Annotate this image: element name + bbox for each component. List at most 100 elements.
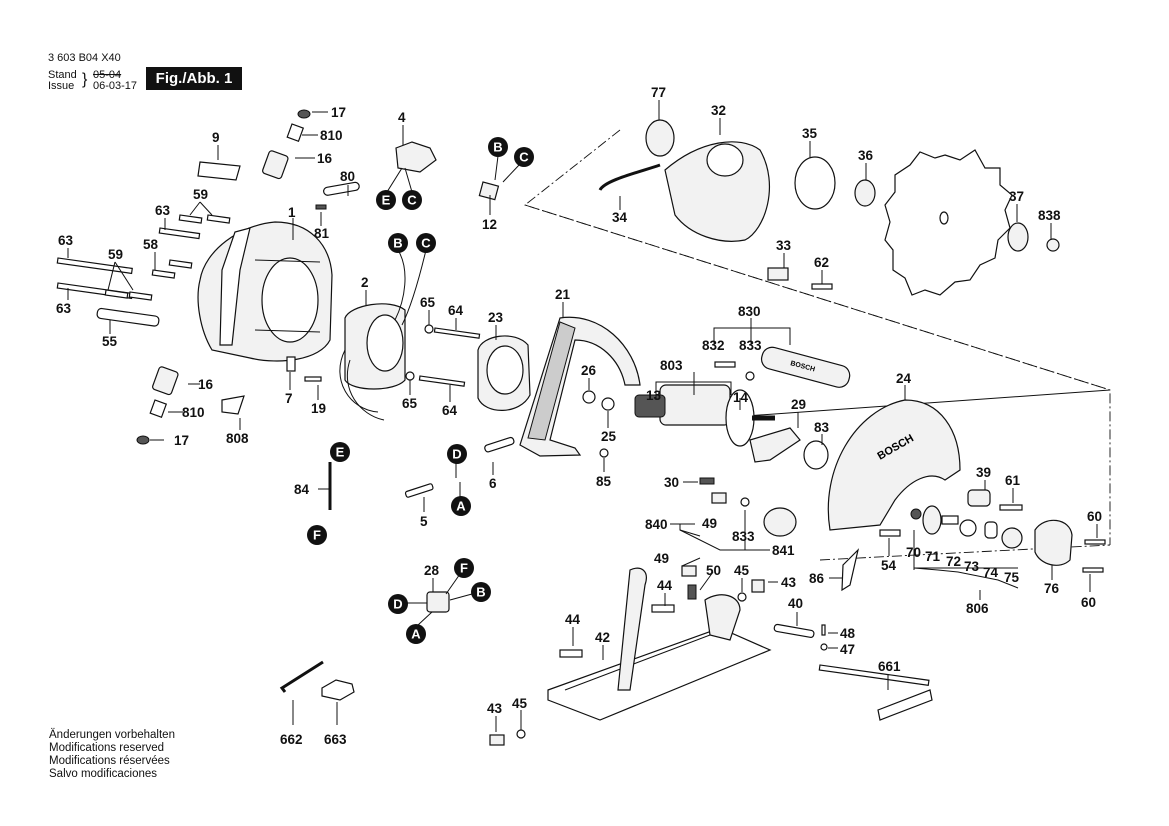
- callout-60: 60: [1081, 595, 1096, 610]
- washer-26: [582, 390, 596, 404]
- brush-assembly-upper: [262, 109, 311, 180]
- base-42: [547, 627, 772, 721]
- callout-47: 47: [840, 642, 855, 657]
- svg-text:B: B: [476, 585, 485, 600]
- callout-63: 63: [58, 233, 74, 248]
- cap-17-upper: [297, 109, 311, 119]
- callout-833: 833: [739, 338, 762, 353]
- callout-26: 26: [581, 363, 597, 378]
- callout-37: 37: [1009, 189, 1024, 204]
- callout-70: 70: [906, 545, 921, 560]
- bearing-70: [910, 508, 922, 520]
- screw-64-upper: [433, 327, 481, 339]
- connector-D: D: [388, 594, 427, 614]
- callout-19: 19: [311, 401, 326, 416]
- armature: [634, 384, 775, 447]
- callout-59: 59: [108, 247, 123, 262]
- callout-840: 840: [645, 517, 668, 532]
- callout-84: 84: [294, 482, 310, 497]
- callout-42: 42: [595, 630, 610, 645]
- hex-key-662: [279, 660, 324, 693]
- callout-833: 833: [732, 529, 755, 544]
- lock-29: [749, 427, 801, 463]
- lower-guard: [664, 141, 770, 242]
- dust-port-841: [763, 507, 797, 537]
- upper-guard: BOSCH: [827, 399, 961, 531]
- callout-63: 63: [155, 203, 171, 218]
- callout-24: 24: [896, 371, 912, 386]
- knob-43-lower: [489, 734, 505, 746]
- callout-59: 59: [193, 187, 208, 202]
- ring-35: [794, 156, 836, 210]
- svg-text:B: B: [493, 140, 502, 155]
- callout-81: 81: [314, 226, 330, 241]
- connector-A: A: [406, 611, 433, 644]
- base-plate: [547, 567, 772, 721]
- armature-core: [659, 384, 731, 426]
- callout-810: 810: [182, 405, 205, 420]
- screw-59-b: [206, 214, 231, 224]
- callout-60: 60: [1087, 509, 1102, 524]
- svg-text:F: F: [313, 528, 321, 543]
- svg-text:E: E: [382, 193, 391, 208]
- callout-6: 6: [489, 476, 497, 491]
- svg-text:C: C: [421, 236, 431, 251]
- screw-58-b: [168, 259, 193, 269]
- callout-663: 663: [324, 732, 347, 747]
- screw-48: [821, 624, 826, 636]
- callout-44: 44: [657, 578, 673, 593]
- screw-64-lower: [418, 375, 466, 387]
- spring-81: [315, 204, 327, 210]
- callout-40: 40: [788, 596, 803, 611]
- callout-17: 17: [331, 105, 346, 120]
- callout-5: 5: [420, 514, 428, 529]
- suppressor-12: [478, 181, 500, 201]
- clip-49-upper: [711, 492, 727, 504]
- figure-badge: Fig./Abb. 1: [146, 67, 242, 90]
- callout-71: 71: [925, 549, 941, 564]
- nut-47: [820, 643, 828, 651]
- screw-59-a: [178, 214, 203, 224]
- callout-16: 16: [317, 151, 333, 166]
- stand-label: Stand: [48, 69, 77, 81]
- screw-63-top: [158, 227, 201, 240]
- callout-810: 810: [320, 128, 343, 143]
- callout-1: 1: [288, 205, 296, 220]
- label-plate-808: [221, 395, 245, 415]
- bearing-75: [1001, 527, 1023, 549]
- brace: }: [82, 71, 88, 88]
- spring-34: [598, 163, 661, 191]
- callout-65: 65: [420, 295, 436, 310]
- bolt-838: [1046, 238, 1060, 252]
- callout-50: 50: [706, 563, 721, 578]
- callout-662: 662: [280, 732, 303, 747]
- clip-49-lower: [681, 565, 697, 577]
- connector-C: C: [416, 233, 436, 253]
- svg-text:A: A: [456, 499, 466, 514]
- callout-labels: 17 810 16 9 80 81 1 59 63 63 58 59 63 55…: [56, 85, 1102, 747]
- field-coil: [339, 249, 427, 421]
- screw-60-upper: [1084, 539, 1106, 545]
- washer-36: [854, 179, 876, 207]
- connector-A: A: [451, 482, 471, 516]
- washer-25: [601, 397, 615, 411]
- clamp-7: [286, 356, 296, 372]
- issue-date: 06-03-17: [93, 80, 138, 92]
- bush-39: [967, 489, 991, 507]
- callout-39: 39: [976, 465, 991, 480]
- lever-80: [323, 181, 360, 196]
- cable-5: [404, 483, 434, 498]
- callout-661: 661: [878, 659, 901, 674]
- callout-841: 841: [772, 543, 795, 558]
- callout-35: 35: [802, 126, 818, 141]
- washer-45-lower: [516, 729, 526, 739]
- svg-text:D: D: [452, 447, 461, 462]
- connector-E: E: [376, 167, 403, 210]
- washer-65-upper: [424, 324, 434, 334]
- flange-37: [1007, 222, 1029, 252]
- callout-45: 45: [734, 563, 750, 578]
- guard-32: [664, 141, 770, 242]
- callout-4: 4: [398, 110, 406, 125]
- lever-33: [767, 267, 789, 281]
- callout-23: 23: [488, 310, 504, 325]
